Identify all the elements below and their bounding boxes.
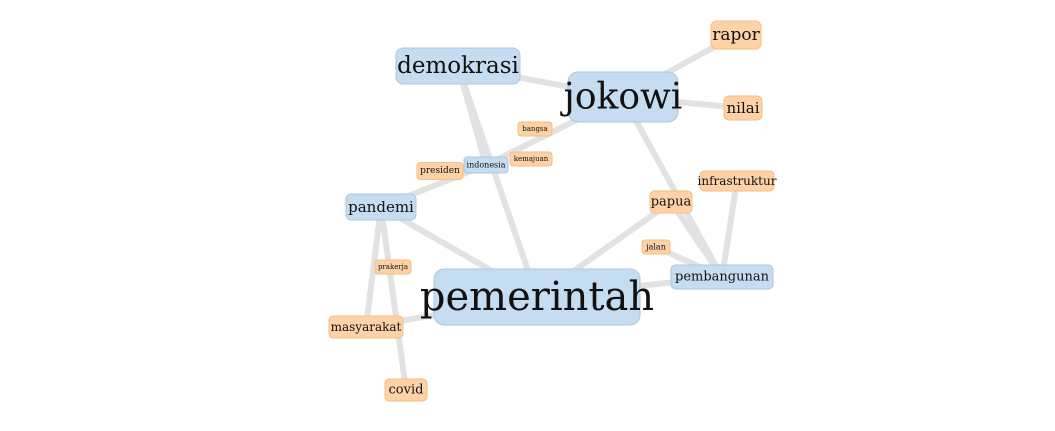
node-pandemi-label: pandemi (348, 198, 414, 216)
node-demokrasi-box (395, 47, 521, 85)
node-infrastruktur[interactable]: infrastruktur (698, 170, 777, 192)
node-jokowi[interactable]: jokowi (560, 71, 683, 123)
node-jalan-box (641, 239, 671, 255)
node-kemajuan[interactable]: kemajuan (509, 151, 553, 167)
node-demokrasi[interactable]: demokrasi (395, 47, 521, 85)
node-papua-box (649, 190, 693, 214)
node-layer: jokowi demokrasi pemerintah pandemi indonesi… (328, 20, 777, 402)
node-pemerintah-box (433, 268, 641, 326)
node-pemerintah-label: pemerintah (420, 274, 654, 320)
node-nilai-box (723, 95, 763, 121)
node-demokrasi-label: demokrasi (397, 53, 519, 79)
node-pembangunan-label: pembangunan (675, 270, 770, 285)
node-indonesia[interactable]: indonesia (463, 156, 509, 174)
node-masyarakat-label: masyarakat (331, 320, 402, 334)
edge-jokowi-pembangunan (620, 94, 725, 280)
node-papua[interactable]: papua (649, 190, 693, 214)
node-pandemi[interactable]: pandemi (345, 193, 417, 221)
edge-infrastruktur-pembangunan (719, 178, 740, 280)
node-masyarakat-box (328, 315, 404, 339)
node-papua-label: papua (651, 195, 692, 210)
node-pembangunan-box (670, 264, 774, 290)
node-covid[interactable]: covid (384, 378, 428, 402)
node-rapor-box (710, 20, 762, 50)
edge-pandemi-covid (378, 204, 409, 393)
node-nilai[interactable]: nilai (723, 95, 763, 121)
node-presiden-label: presiden (420, 166, 460, 176)
node-pemerintah[interactable]: pemerintah (420, 268, 654, 326)
node-rapor-label: rapor (712, 25, 760, 45)
node-pandemi-box (345, 193, 417, 221)
node-kemajuan-box (509, 151, 553, 167)
node-presiden[interactable]: presiden (416, 162, 464, 180)
node-infrastruktur-label: infrastruktur (698, 174, 777, 188)
node-nilai-label: nilai (727, 99, 760, 117)
edge-pandemi-masyarakat (363, 204, 384, 330)
node-kemajuan-label: kemajuan (514, 155, 549, 163)
node-bangsa-box (517, 121, 553, 137)
node-covid-box (384, 378, 428, 402)
node-indonesia-label: indonesia (467, 161, 506, 170)
node-masyarakat[interactable]: masyarakat (328, 315, 404, 339)
node-rapor[interactable]: rapor (710, 20, 762, 50)
node-bangsa-label: bangsa (522, 125, 547, 133)
node-covid-label: covid (389, 383, 424, 398)
node-jokowi-box (567, 71, 679, 123)
node-jalan[interactable]: jalan (641, 239, 671, 255)
node-indonesia-box (463, 156, 509, 174)
node-prakerja[interactable]: prakerja (374, 259, 412, 275)
node-jokowi-label: jokowi (560, 77, 683, 118)
node-infrastruktur-box (699, 170, 775, 192)
node-jalan-label: jalan (645, 243, 666, 252)
node-pembangunan[interactable]: pembangunan (670, 264, 774, 290)
node-prakerja-label: prakerja (378, 263, 408, 271)
node-presiden-box (416, 162, 464, 180)
node-prakerja-box (374, 259, 412, 275)
node-bangsa[interactable]: bangsa (517, 121, 553, 137)
edge-demokrasi-pemerintah (455, 63, 540, 300)
